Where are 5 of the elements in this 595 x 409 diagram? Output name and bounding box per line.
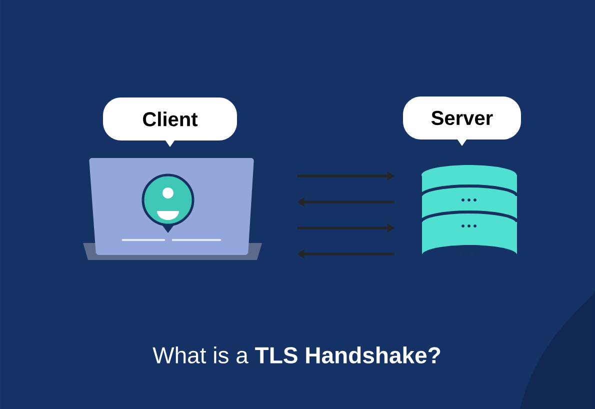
speech-bubble: Server	[403, 96, 521, 146]
title: What is a TLS Handshake?	[152, 346, 440, 364]
laptop-drawing	[83, 158, 262, 260]
speech-bubble: Client	[103, 98, 237, 147]
database-drawing	[420, 165, 518, 256]
